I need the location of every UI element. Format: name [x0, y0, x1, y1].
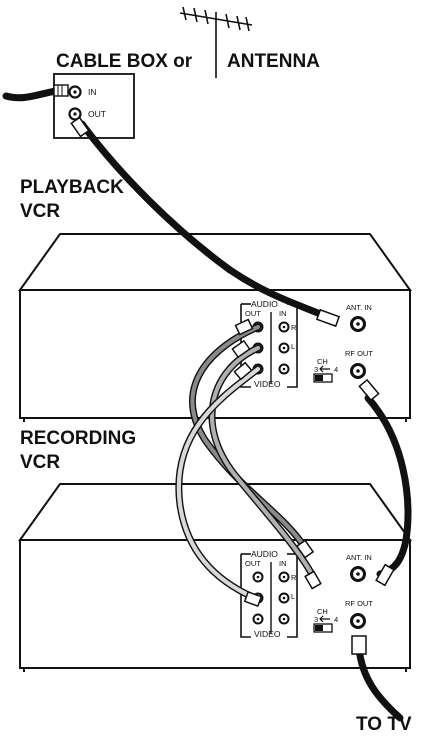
l-label: L	[291, 342, 295, 351]
to-tv-label: TO TV	[356, 714, 412, 735]
out-jack-label: OUT	[88, 109, 106, 119]
channel-switch-icon	[313, 365, 333, 383]
rf-out-label: RF OUT	[345, 349, 373, 358]
ch-label: CH	[317, 357, 328, 366]
l-label: L	[291, 592, 295, 601]
cable-plug-icon	[231, 318, 254, 381]
video-label: VIDEO	[254, 379, 281, 389]
playback-label-line2: VCR	[20, 201, 60, 222]
audio-label: AUDIO	[251, 299, 278, 309]
channel-switch-icon	[313, 615, 333, 633]
recording-label-line1: RECORDING	[20, 428, 136, 449]
rca-cables	[175, 323, 319, 602]
antenna-label: ANTENNA	[227, 51, 320, 72]
coax-jack-icon	[350, 613, 366, 629]
rca-jack-icon	[252, 571, 290, 625]
in-label: IN	[279, 309, 287, 318]
coax-jack-icon	[68, 85, 82, 99]
r-label: R	[291, 323, 297, 332]
cable-plug-icon	[70, 116, 395, 655]
ant-in-label: ANT. IN	[346, 303, 372, 312]
ant-in-label: ANT. IN	[346, 553, 372, 562]
out-label: OUT	[245, 559, 261, 568]
playback-label-line1: PLAYBACK	[20, 177, 124, 198]
recording-av-panel: AUDIO OUT IN R L VIDEO CH 3 4 ANT. IN RF…	[240, 549, 373, 639]
r-label: R	[291, 573, 297, 582]
coax-cables	[78, 120, 412, 722]
coax-jack-icon	[68, 107, 82, 121]
cable-plug-icon	[243, 539, 322, 608]
rf-out-label: RF OUT	[345, 599, 373, 608]
coax-jack-icon	[350, 363, 366, 379]
video-label: VIDEO	[254, 629, 281, 639]
antenna-icon	[179, 6, 253, 78]
ch-4-label: 4	[334, 615, 338, 624]
cable-box-label: CABLE BOX or	[56, 51, 193, 72]
cable-plug-icon	[53, 84, 69, 97]
ch-4-label: 4	[334, 365, 338, 374]
coax-jack-icon	[350, 316, 366, 332]
in-jack-label: IN	[88, 87, 97, 97]
out-label: OUT	[245, 309, 261, 318]
recording-vcr	[18, 483, 412, 672]
coax-jack-icon	[350, 566, 366, 582]
ch-label: CH	[317, 607, 328, 616]
ch-3-label: 3	[314, 365, 318, 374]
recording-label-line2: VCR	[20, 452, 60, 473]
cable-box: IN OUT	[2, 73, 135, 139]
audio-label: AUDIO	[251, 549, 278, 559]
in-label: IN	[279, 559, 287, 568]
ch-3-label: 3	[314, 615, 318, 624]
